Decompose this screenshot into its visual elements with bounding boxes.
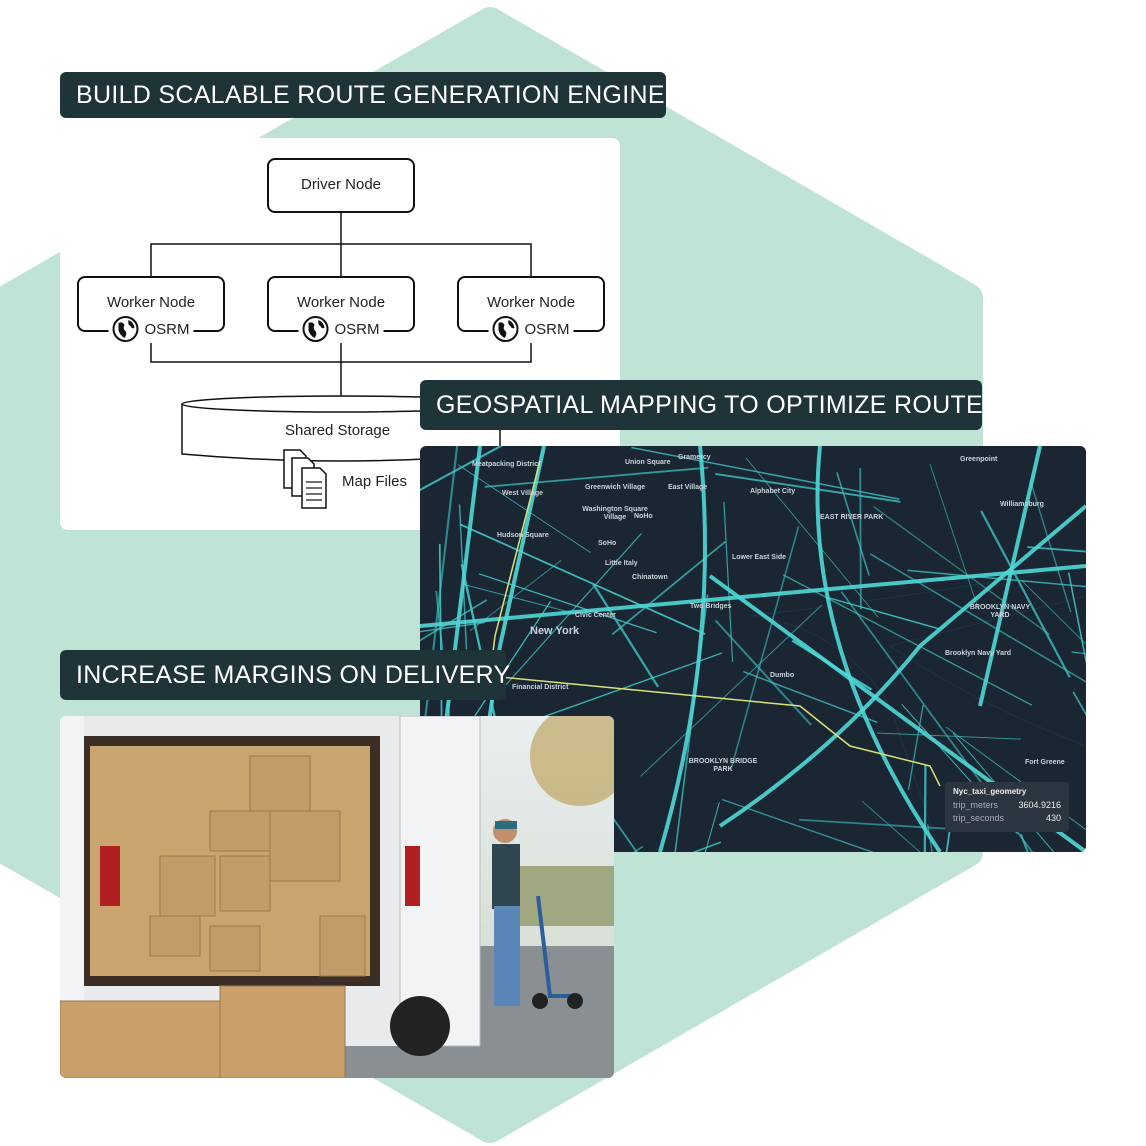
- road: [799, 818, 960, 831]
- road: [640, 604, 823, 777]
- tooltip-key: trip_seconds: [953, 813, 1005, 823]
- road: [873, 506, 1050, 636]
- map-place-label: Greenpoint: [960, 456, 998, 463]
- map-place-label: Civic Center: [575, 612, 616, 619]
- road: [714, 619, 812, 726]
- map-place-label: Little Italy: [605, 560, 638, 567]
- road: [929, 463, 979, 611]
- map-place-label: Two Bridges: [690, 603, 732, 610]
- map-place-label: West Village: [502, 490, 543, 497]
- osrm-label: OSRM: [144, 320, 190, 338]
- globe-icon: [492, 316, 519, 342]
- map-place-label: Alphabet City: [750, 488, 796, 495]
- road: [1029, 479, 1072, 613]
- road: [907, 704, 924, 791]
- major-road: [718, 504, 1086, 828]
- route-line: [489, 460, 941, 787]
- map-place-label: NoHo: [634, 513, 653, 520]
- map-place-label: Dumbo: [770, 672, 795, 679]
- map-place-label: BROOKLYN NAVY YARD: [969, 604, 1031, 619]
- worker-node: Worker Node OSRM: [457, 276, 605, 342]
- map-place-label: Washington Square Village: [582, 506, 648, 521]
- road: [1071, 651, 1086, 655]
- map-place-label: Hudson Square: [497, 532, 549, 539]
- road: [715, 472, 901, 503]
- road: [459, 523, 706, 635]
- map-place-label: New York: [530, 625, 580, 637]
- map-place-label: Fort Greene: [1025, 759, 1065, 766]
- map-files-label: Map Files: [342, 473, 408, 490]
- road: [420, 621, 485, 633]
- road: [869, 553, 1086, 683]
- major-road: [815, 446, 942, 852]
- globe-icon: [302, 316, 329, 342]
- tooltip-value: 430: [1045, 813, 1061, 823]
- map-place-label: SoHo: [598, 540, 617, 547]
- map-place-label: Brooklyn Navy Yard: [945, 650, 1012, 657]
- driver-node: Driver Node: [267, 158, 415, 213]
- worker-node-label: Worker Node: [486, 294, 576, 311]
- road: [631, 446, 900, 500]
- map-place-label: Union Square: [625, 459, 671, 466]
- delivery-van-photo: [60, 716, 614, 1078]
- tooltip-value: 3604.9216: [1018, 800, 1061, 810]
- tooltip-key: trip_meters: [953, 800, 999, 810]
- road: [980, 510, 1071, 678]
- worker-node-label: Worker Node: [296, 294, 386, 311]
- shared-storage-label: Shared Storage: [285, 422, 391, 439]
- geo-label: GEOSPATIAL MAPPING TO OPTIMIZE ROUTE: [420, 380, 983, 430]
- road: [782, 574, 1033, 706]
- osrm-label: OSRM: [524, 320, 570, 338]
- road: [420, 446, 504, 492]
- road: [877, 732, 1021, 740]
- map-files-icon: [283, 449, 327, 509]
- road: [611, 540, 726, 636]
- map-place-label: Meatpacking District: [472, 461, 541, 468]
- road: [907, 569, 1086, 588]
- margins-label: INCREASE MARGINS ON DELIVERY: [60, 650, 510, 700]
- river: [749, 565, 1086, 852]
- road: [1027, 546, 1086, 553]
- major-road: [978, 446, 1042, 707]
- road: [923, 764, 927, 852]
- road: [457, 464, 591, 553]
- road: [592, 583, 660, 688]
- map-tooltip: Nyc_taxi_geometry trip_meters 3604.9216 t…: [945, 782, 1069, 832]
- map-place-label: Chinatown: [632, 574, 668, 581]
- map-place-label: BROOKLYN BRIDGE PARK: [688, 758, 758, 773]
- engine-label: BUILD SCALABLE ROUTE GENERATION ENGINE: [60, 72, 666, 118]
- map-place-label: Greenwich Village: [585, 484, 646, 491]
- map-place-label: East Village: [668, 484, 708, 491]
- map-place-label: Gramercy: [678, 454, 711, 461]
- road: [1072, 691, 1086, 716]
- road: [704, 802, 720, 852]
- worker-node: Worker Node OSRM: [77, 276, 225, 342]
- road: [826, 596, 940, 630]
- road: [1067, 572, 1086, 665]
- worker-node-label: Worker Node: [106, 294, 196, 311]
- photo-illustration: [60, 716, 614, 1078]
- road: [723, 501, 734, 662]
- major-road: [420, 564, 1086, 628]
- road: [745, 457, 879, 618]
- map-place-label: Williamsburg: [1000, 501, 1044, 508]
- road: [743, 670, 878, 724]
- tooltip-title: Nyc_taxi_geometry: [953, 787, 1027, 796]
- globe-icon: [112, 316, 139, 342]
- worker-node: Worker Node OSRM: [267, 276, 415, 342]
- road: [462, 583, 577, 615]
- road: [861, 800, 921, 852]
- road: [730, 526, 800, 770]
- map-place-label: EAST RIVER PARK: [820, 514, 884, 521]
- major-road: [658, 446, 707, 852]
- map-place-label: Financial District: [512, 684, 569, 691]
- road: [836, 472, 870, 576]
- osrm-label: OSRM: [334, 320, 380, 338]
- road: [1021, 580, 1086, 645]
- map-place-label: Lower East Side: [732, 554, 787, 561]
- road: [722, 798, 875, 852]
- road: [484, 466, 709, 488]
- driver-node-label: Driver Node: [300, 176, 382, 193]
